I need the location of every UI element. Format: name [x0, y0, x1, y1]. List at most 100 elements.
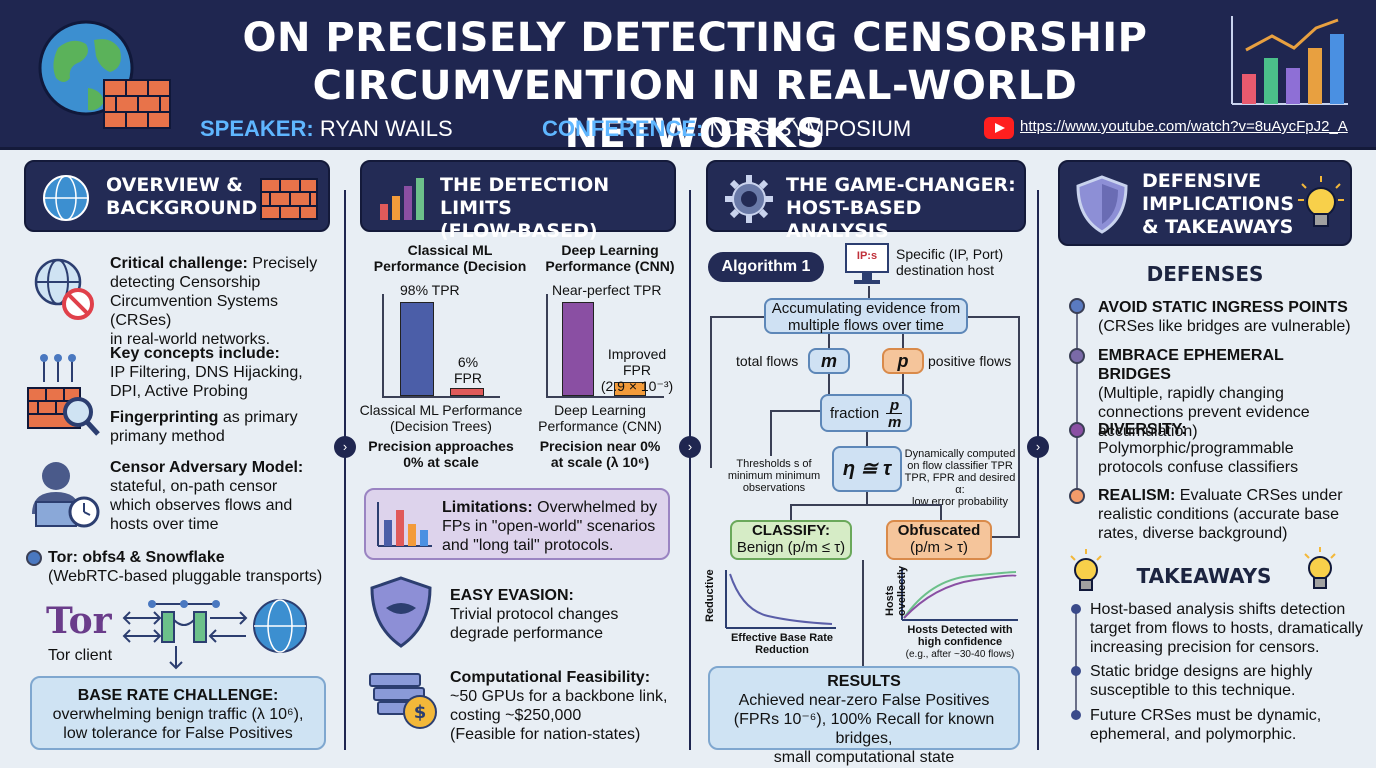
classical-caption: Classical ML Performance (Decision Trees…: [356, 402, 526, 434]
flow-arrow: [770, 410, 772, 456]
branch-line: [790, 504, 792, 520]
text: (Decision Trees): [390, 418, 492, 434]
divider-1: [344, 190, 346, 750]
lightbulb-icon: [1070, 549, 1102, 591]
text: costing ~$250,000: [450, 707, 582, 724]
text: Hosts: [884, 585, 896, 616]
monitor-label: IP:s: [856, 250, 878, 262]
feedback-line: [968, 316, 1020, 318]
text: Overwhelmed by: [537, 499, 658, 516]
monitor-icon: [845, 243, 889, 284]
text: Deep Learning: [561, 242, 659, 258]
text: Effective Base Rate: [730, 632, 834, 644]
text: accumulation): [1098, 423, 1198, 440]
text: minimum minimum: [727, 470, 821, 482]
text: Host-based analysis shifts detection: [1090, 601, 1346, 618]
text: Static bridge designs are highly: [1090, 663, 1313, 680]
defense-4: REALISM: Evaluate CRSes under realistic …: [1098, 486, 1358, 543]
text: (FPRs 10⁻⁶), 100% Recall for known bridg…: [733, 711, 995, 747]
text: Performance (CNN): [538, 418, 662, 434]
hosts-detected-caption: Hosts Detected with high confidence (e.g…: [892, 624, 1028, 661]
tor-client-label: Tor client: [48, 647, 113, 664]
tor-onion-icon: Tor: [46, 600, 112, 642]
text: Classical ML: [407, 242, 493, 258]
flow-arrow: [770, 410, 820, 412]
x-axis: [546, 396, 664, 398]
text: (Feasible for nation-states): [450, 726, 641, 743]
text: m: [888, 414, 902, 431]
text: low error probability: [912, 496, 1008, 508]
classify-box: CLASSIFY: Benign (p/m ≤ τ): [730, 520, 852, 560]
text: (WebRTC-based pluggable transports): [48, 568, 323, 585]
bold-label: AVOID STATIC INGRESS POINTS: [1098, 299, 1348, 316]
base-rate-reduction-chart: [725, 570, 836, 629]
text: and "long tail" protocols.: [442, 537, 614, 554]
text: increasing precision for censors.: [1090, 639, 1320, 656]
text: DPI, Active Probing: [110, 383, 248, 400]
globe-icon: [43, 175, 89, 221]
takeaways-title: TAKEAWAYS: [1136, 564, 1272, 588]
deep-tpr-bar: [562, 302, 594, 396]
dynamic-note: Dynamically computed on flow classifier …: [904, 448, 1016, 508]
adversary-text: Censor Adversary Model: stateful, on-pat…: [110, 458, 340, 534]
shield-icon: [1076, 175, 1128, 234]
computational-text: Computational Feasibility: ~50 GPUs for …: [450, 668, 674, 744]
tor-text: Tor: obfs4 & Snowflake (WebRTC-based plu…: [48, 548, 338, 586]
positive-flows-label: positive flows: [928, 353, 1012, 369]
text: observations: [742, 482, 806, 494]
text: Future CRSes must be dynamic,: [1090, 707, 1322, 724]
text: FPR: [454, 370, 482, 386]
text: Accumulating evidence from: [771, 300, 961, 317]
heading-line: IMPLICATIONS: [1142, 193, 1295, 215]
chevron-right-icon: ›: [334, 436, 356, 458]
defense-3: DIVERSITY: Polymorphic/programmable prot…: [1098, 420, 1358, 477]
text: (2.9 × 10⁻³): [600, 378, 674, 394]
flow-arrow: [902, 374, 904, 396]
text: Performance (CNN): [545, 258, 675, 274]
youtube-icon[interactable]: [984, 117, 1014, 139]
branch-line: [866, 492, 868, 504]
classical-tpr-label: 98% TPR: [400, 282, 460, 298]
defenses-title: DEFENSES: [1146, 262, 1264, 286]
heading-line: & TAKEAWAYS: [1142, 216, 1294, 238]
text: susceptible to this technique.: [1090, 682, 1296, 699]
detection-limits-heading: THE DETECTION LIMITS (FLOW-BASED): [360, 160, 676, 242]
text: which observes flows and: [110, 497, 293, 514]
text: overwhelming benign traffic (λ 10⁶),: [52, 706, 304, 723]
heading-line: OVERVIEW &: [106, 174, 243, 196]
flow-arrow: [862, 560, 864, 666]
divider-3: [1037, 190, 1039, 750]
total-flows-label: total flows: [736, 353, 799, 369]
heading-line: THE GAME-CHANGER:: [786, 174, 1016, 196]
bold-label: EASY EVASION:: [450, 587, 574, 604]
svg-text:$: $: [414, 702, 427, 723]
blocked-globe-icon: [34, 258, 94, 320]
game-changer-heading: THE GAME-CHANGER: HOST-BASED ANALYSIS: [706, 160, 1026, 242]
header-banner: ON PRECISELY DETECTING CENSORSHIP CIRCUM…: [0, 0, 1376, 157]
takeaway-2: Static bridge designs are highly suscept…: [1090, 662, 1370, 700]
challenge-text: Critical challenge: Precisely detecting …: [110, 254, 340, 349]
branch-line: [790, 504, 940, 506]
reductive-axis-label: Reductive: [704, 569, 716, 622]
flow-arrow: [828, 374, 830, 396]
speaker-label: SPEAKER:: [200, 116, 314, 141]
text: primany method: [110, 428, 225, 445]
bullet-dot: [1071, 604, 1081, 614]
text: rates, diverse background): [1098, 525, 1288, 542]
brick-wall-icon: [260, 178, 318, 220]
bold-label: BASE RATE CHALLENGE:: [77, 687, 279, 704]
text: ephemeral, and polymorphic.: [1090, 726, 1297, 743]
defense-1: AVOID STATIC INGRESS POINTS (CRSes like …: [1098, 298, 1358, 336]
text: Trivial protocol changes: [450, 606, 619, 623]
bold-label: Fingerprinting: [110, 409, 219, 426]
text: 6%: [457, 354, 479, 370]
bullet-dot: [26, 550, 42, 566]
bullet-dot: [1069, 488, 1085, 504]
feedback-line: [710, 316, 764, 318]
video-link[interactable]: https://www.youtube.com/watch?v=8uAycFpJ…: [1020, 118, 1348, 135]
text: 0% at scale: [403, 454, 479, 470]
text: p: [890, 397, 900, 414]
base-rate-caption: Effective Base Rate Reduction: [712, 632, 852, 656]
deep-fpr-bar: [614, 382, 646, 396]
text: Precision approaches: [368, 438, 514, 454]
